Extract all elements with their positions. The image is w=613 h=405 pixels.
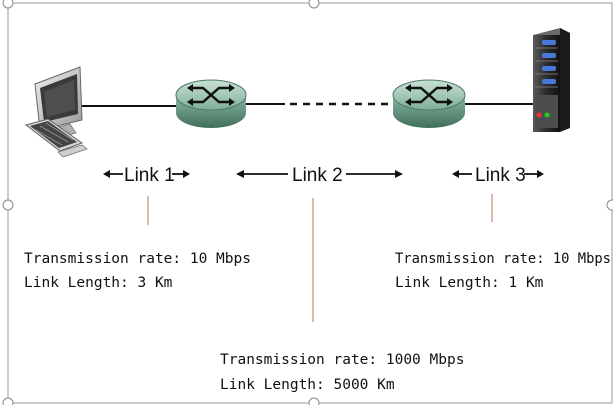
link-1-rate: Transmission rate: 10 Mbps bbox=[24, 251, 251, 267]
link-cables bbox=[78, 102, 535, 107]
link-2-length: Link Length: 5000 Km bbox=[220, 377, 395, 393]
leader-lines bbox=[147, 194, 493, 322]
server-icon bbox=[533, 28, 570, 132]
router-icon bbox=[175, 79, 247, 128]
link-3-label: Link 3 bbox=[475, 165, 526, 186]
router-icon bbox=[392, 79, 466, 128]
computer-icon bbox=[24, 66, 88, 158]
link-2-label: Link 2 bbox=[292, 165, 343, 186]
link-arrows bbox=[103, 170, 544, 178]
link-1-length: Link Length: 3 Km bbox=[24, 275, 173, 291]
link-2-rate: Transmission rate: 1000 Mbps bbox=[220, 352, 464, 368]
link-3-length: Link Length: 1 Km bbox=[395, 275, 544, 291]
link-1-label: Link 1 bbox=[124, 165, 175, 186]
link-3-rate: Transmission rate: 10 Mbps bbox=[395, 251, 611, 267]
